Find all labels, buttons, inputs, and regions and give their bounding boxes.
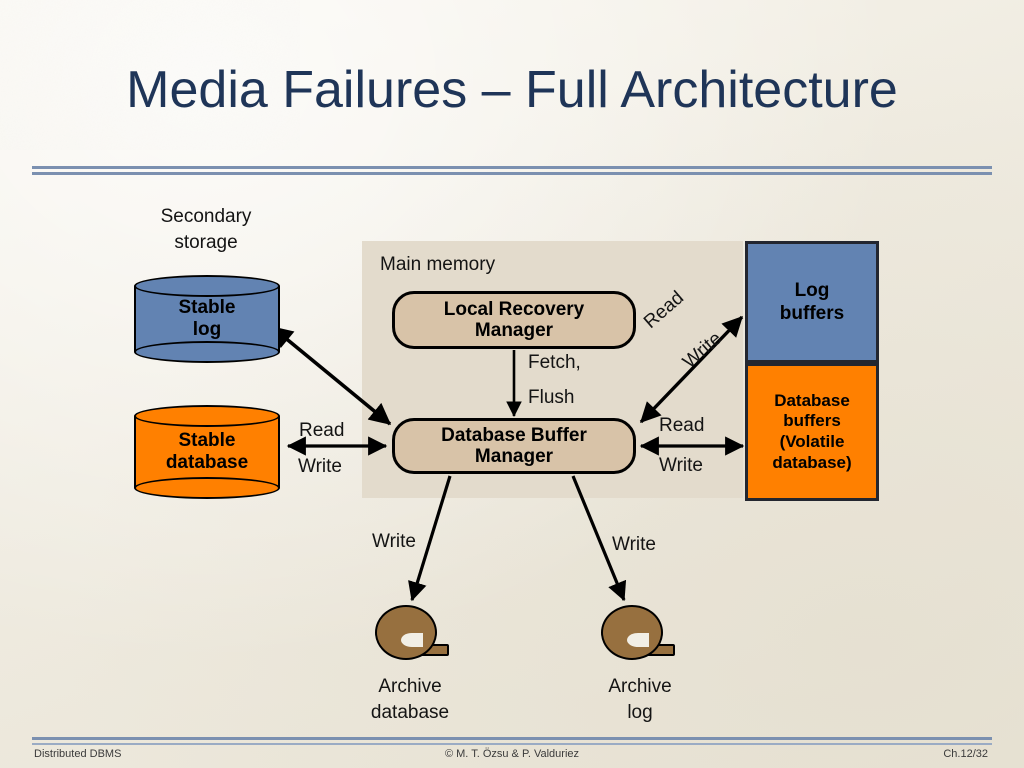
footer-page-number: Ch.12/32	[943, 748, 988, 760]
title-divider-upper	[32, 166, 992, 169]
edge-label-flush: Flush	[528, 387, 575, 408]
edge-label-write-archive-database: Write	[372, 531, 416, 552]
tape-disc	[375, 605, 437, 660]
cylinder-top-ellipse	[134, 275, 280, 297]
edge-label-read-stable-database: Read	[299, 420, 345, 441]
node-archive-database-label: Archive database	[370, 676, 450, 723]
footer-divider-lower	[32, 743, 992, 745]
slide-title: Media Failures – Full Architecture	[126, 61, 898, 119]
tape-disc	[601, 605, 663, 660]
edge-label-write-database-buffers: Write	[659, 455, 703, 476]
node-stable-log-label: Stable log	[178, 297, 236, 340]
node-stable-database-label: Stable database	[165, 430, 249, 473]
edge-label-read-database-buffers: Read	[659, 415, 705, 436]
edge-label-write-archive-log: Write	[612, 534, 656, 555]
footer-left-text: Distributed DBMS	[34, 748, 122, 760]
cylinder-top-ellipse	[134, 405, 280, 427]
title-divider-lower	[32, 172, 992, 175]
node-log-buffers[interactable]: Log buffers	[745, 241, 879, 363]
cylinder-bottom-ellipse	[134, 477, 280, 499]
node-local-recovery-manager[interactable]: Local Recovery Manager	[392, 291, 636, 349]
main-memory-label: Main memory	[380, 254, 496, 275]
node-archive-log[interactable]	[601, 605, 675, 663]
tape-notch	[401, 633, 423, 647]
footer-divider-upper	[32, 737, 992, 740]
footer-copyright: © M. T. Özsu & P. Valduriez	[444, 748, 580, 760]
edge-label-fetch: Fetch,	[528, 352, 581, 373]
node-stable-database[interactable]: Stable database	[134, 405, 280, 499]
node-archive-log-label: Archive log	[608, 676, 672, 723]
cylinder-body	[134, 416, 280, 488]
secondary-storage-label: Secondary storage	[160, 206, 252, 253]
node-stable-log[interactable]: Stable log	[134, 275, 280, 363]
cylinder-bottom-ellipse	[134, 341, 280, 363]
edge-label-write-stable-database: Write	[298, 456, 342, 477]
node-archive-database[interactable]	[375, 605, 449, 663]
node-database-buffers[interactable]: Database buffers (Volatile database)	[745, 363, 879, 501]
tape-notch	[627, 633, 649, 647]
node-database-buffer-manager[interactable]: Database Buffer Manager	[392, 418, 636, 474]
